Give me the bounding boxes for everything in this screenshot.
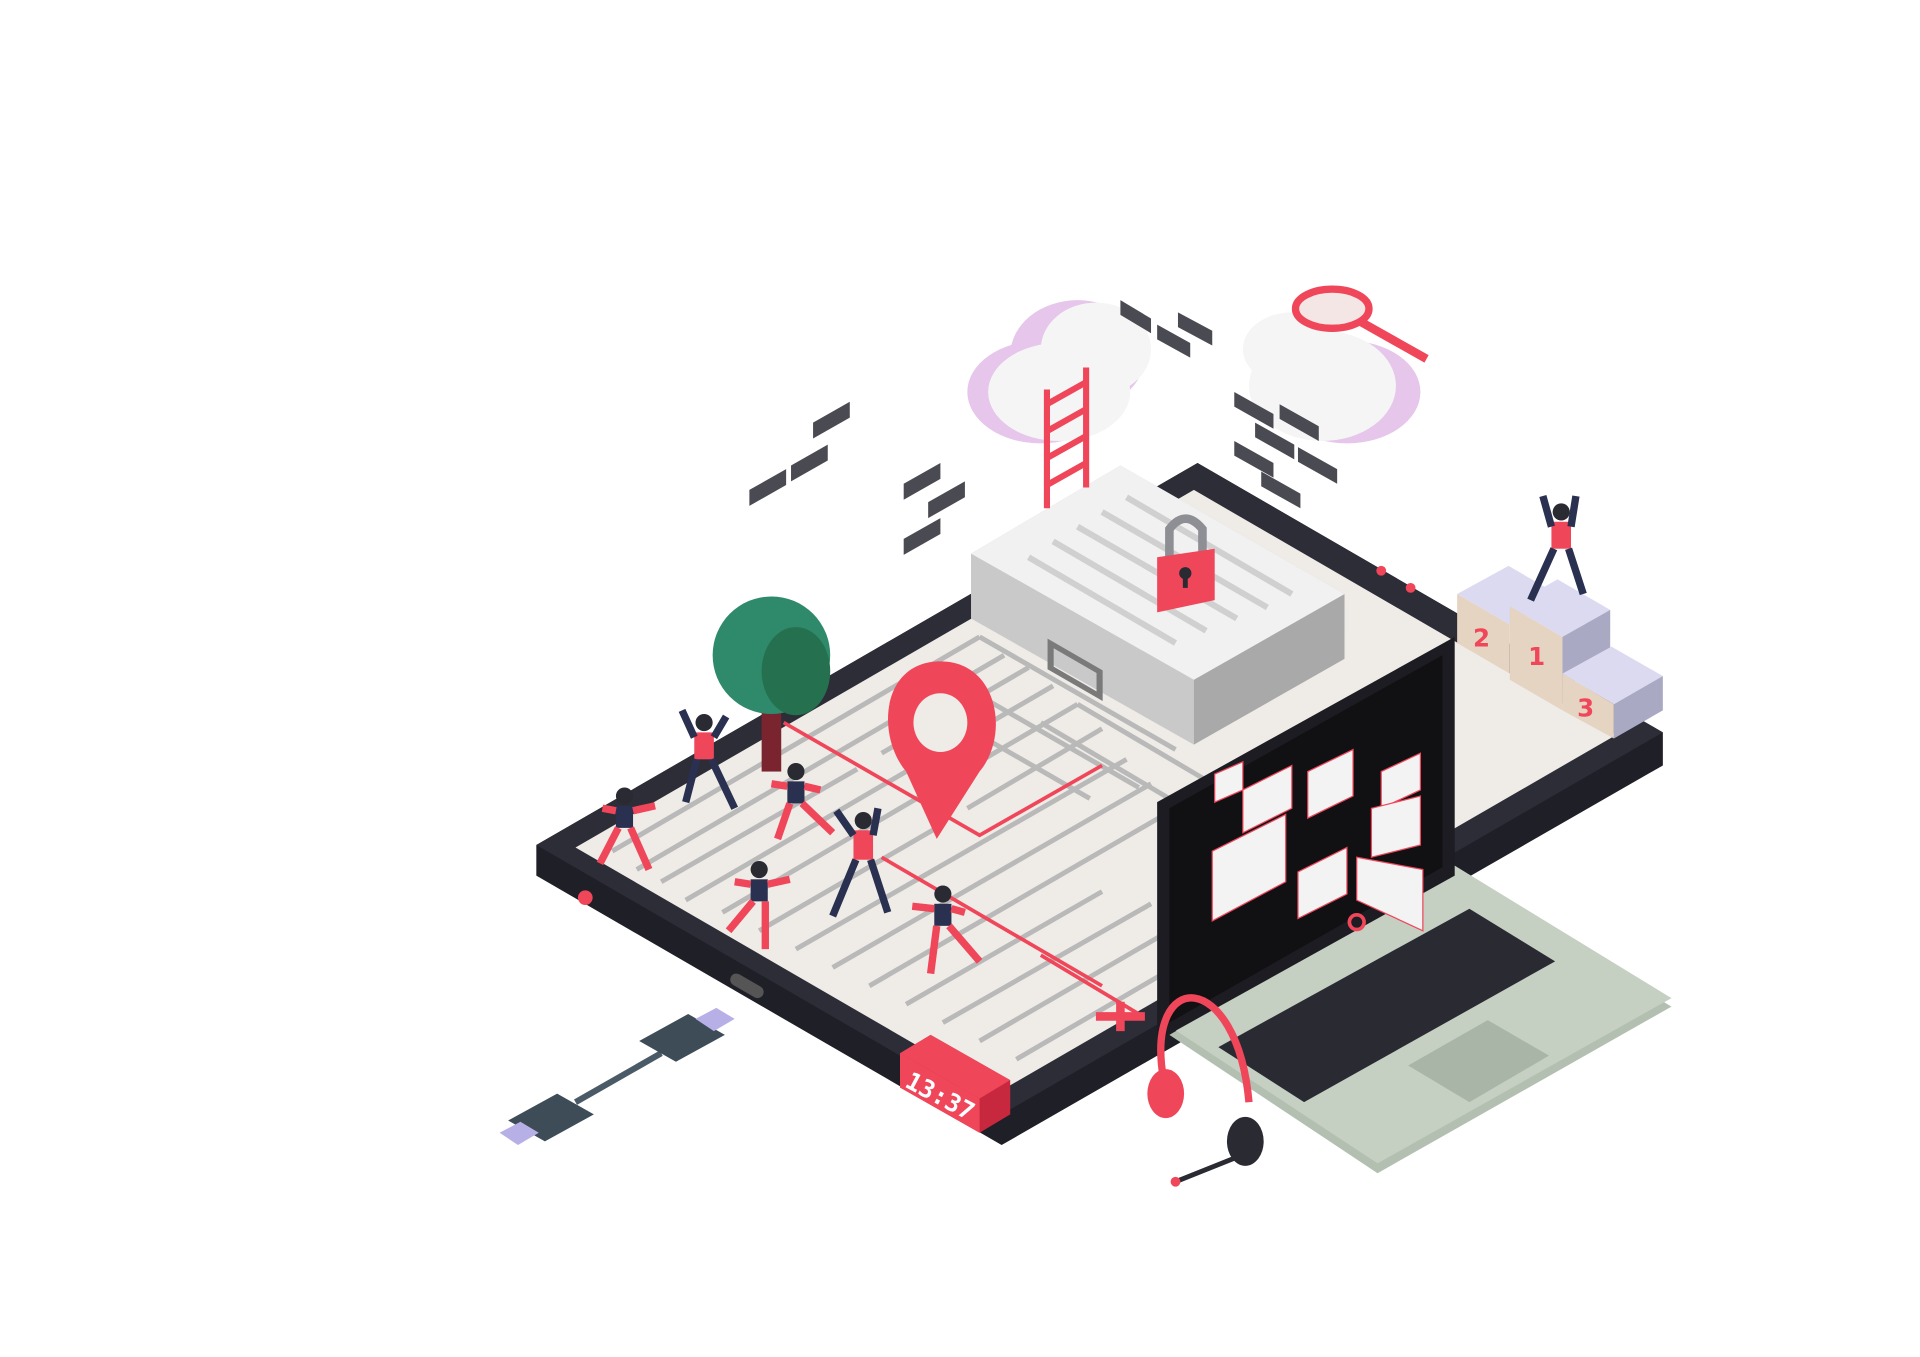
person [770,762,836,841]
person [596,787,656,872]
podium-second: 2 [1473,624,1490,653]
person [725,860,791,950]
person [678,708,739,810]
usb-cable-icon [499,1007,735,1146]
tablet-button-icon [577,890,593,906]
laptop-keyboard [1218,908,1556,1103]
magnifier-icon [1291,285,1429,363]
person [829,807,892,918]
location-pin-icon [888,661,996,839]
tablet-screen [575,489,1617,1093]
digital-clock: 13:37 [900,1034,1011,1133]
cloud-icon [967,300,1152,444]
bricks-icon [749,300,1338,555]
ladder-icon [1043,367,1090,509]
video-call-grid [1211,748,1424,932]
people [596,708,983,975]
laptop [1157,636,1672,1174]
podium-third: 3 [1577,693,1594,722]
podium-first: 1 [1528,642,1545,671]
podium: 2 1 3 [1457,495,1663,739]
maze-exit-plus-icon [1095,1001,1145,1032]
tree-icon [712,596,831,772]
briefcase-handle [1047,638,1103,702]
tablet-port-icon [730,973,764,999]
tablet [536,462,1663,1146]
person [911,885,983,975]
winner-person [1527,495,1587,602]
laptop-trackpad [1408,1020,1549,1103]
padlock-icon [1157,514,1215,613]
headset-icon [1147,994,1264,1187]
